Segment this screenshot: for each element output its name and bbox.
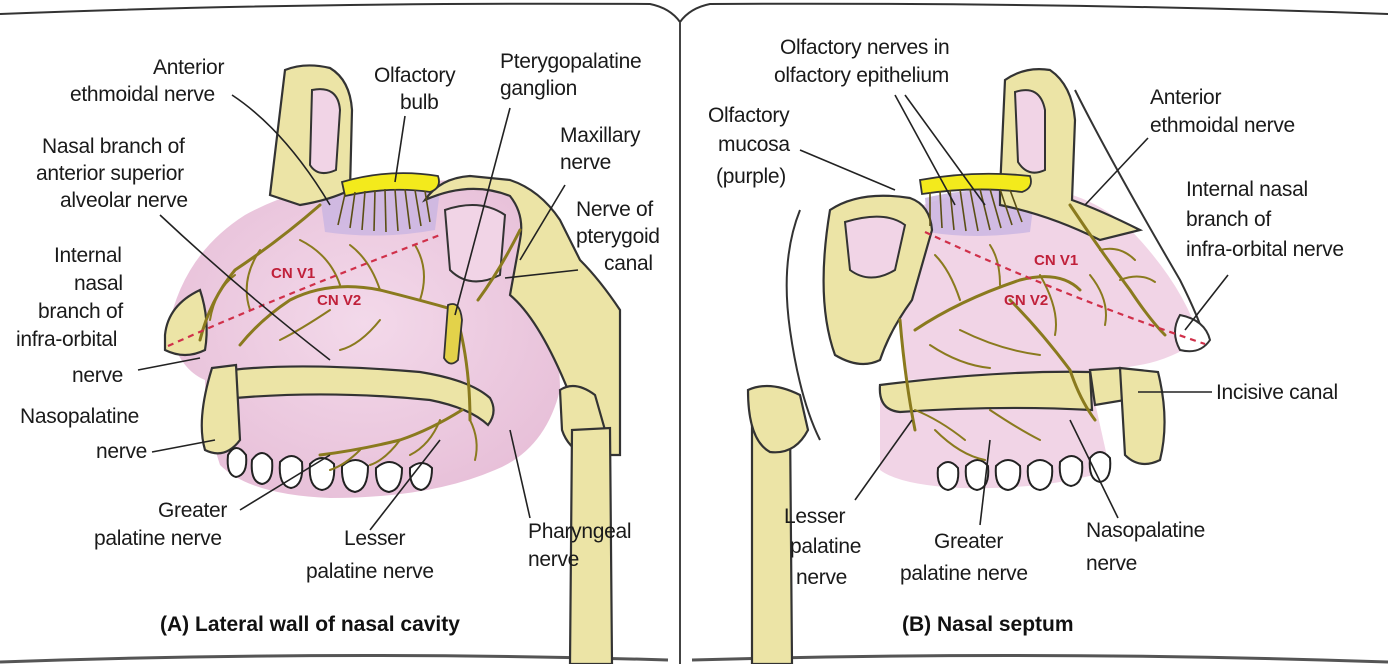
label-lesser-palatine-b-2: palatine bbox=[790, 535, 861, 558]
cn-v1-label-a: CN V1 bbox=[271, 265, 315, 282]
label-internal-nasal-b: Internal nasal bbox=[1186, 178, 1308, 201]
label-internal-nasal-b-2: branch of bbox=[1186, 208, 1271, 231]
label-nasopalatine-a-2: nerve bbox=[96, 440, 147, 463]
label-nasal-branch: Nasal branch of bbox=[42, 135, 185, 158]
label-internal-nasal-b-3: infra-orbital nerve bbox=[1186, 238, 1344, 261]
label-pterygopalatine-ganglion: Pterygopalatine bbox=[500, 50, 641, 73]
teeth-a bbox=[226, 447, 434, 494]
label-pharyngeal-nerve: Pharyngeal bbox=[528, 520, 631, 543]
label-olfactory-mucosa-3: (purple) bbox=[716, 165, 786, 188]
label-anterior-ethmoidal-b: Anterior bbox=[1150, 86, 1221, 109]
label-nasal-branch-3: alveolar nerve bbox=[60, 189, 188, 212]
cn-v1-label-b: CN V1 bbox=[1034, 252, 1078, 269]
label-pharyngeal-nerve-2: nerve bbox=[528, 548, 579, 571]
label-pterygoid-canal-3: canal bbox=[604, 252, 653, 275]
label-anterior-ethmoidal-a: Anterior bbox=[153, 56, 224, 79]
label-anterior-ethmoidal-a-2: ethmoidal nerve bbox=[70, 83, 215, 106]
panel-b-labels: Olfactory nerves in olfactory epithelium… bbox=[708, 36, 1344, 636]
panel-a-labels: Anterior ethmoidal nerve Olfactory bulb … bbox=[16, 50, 660, 636]
nerve-branches-b bbox=[898, 203, 1167, 461]
label-olfactory-mucosa: Olfactory bbox=[708, 104, 790, 127]
caption-panel-a: (A) Lateral wall of nasal cavity bbox=[160, 613, 460, 636]
label-olfactory-bulb: Olfactory bbox=[374, 64, 456, 87]
label-pterygopalatine-ganglion-2: ganglion bbox=[500, 77, 577, 100]
caption-panel-b: (B) Nasal septum bbox=[902, 613, 1074, 636]
panel-a-leaders bbox=[137, 94, 579, 531]
label-nasopalatine-b-2: nerve bbox=[1086, 552, 1137, 575]
panel-b-illustration: CN V1 CN V2 bbox=[746, 68, 1212, 666]
teeth-b bbox=[936, 451, 1112, 492]
label-internal-nasal-a-4: infra-orbital bbox=[16, 328, 117, 351]
label-internal-nasal-a-3: branch of bbox=[38, 300, 123, 323]
label-greater-palatine-a-2: palatine nerve bbox=[94, 527, 222, 550]
panel-b-leaders bbox=[799, 94, 1229, 526]
label-greater-palatine-a: Greater bbox=[158, 499, 227, 522]
label-anterior-ethmoidal-b-2: ethmoidal nerve bbox=[1150, 114, 1295, 137]
label-lesser-palatine-a: Lesser bbox=[344, 527, 406, 550]
label-greater-palatine-b-2: palatine nerve bbox=[900, 562, 1028, 585]
label-internal-nasal-a: Internal bbox=[54, 244, 122, 267]
label-pterygoid-canal-2: pterygoid bbox=[576, 225, 660, 248]
label-maxillary-nerve-2: nerve bbox=[560, 151, 611, 174]
label-internal-nasal-a-5: nerve bbox=[72, 364, 123, 387]
label-incisive-canal: Incisive canal bbox=[1216, 381, 1338, 404]
cn-v2-label-a: CN V2 bbox=[317, 292, 361, 309]
label-greater-palatine-b: Greater bbox=[934, 530, 1003, 553]
olfactory-fibers-a bbox=[337, 188, 431, 233]
label-olfactory-nerves-2: olfactory epithelium bbox=[774, 64, 949, 87]
label-lesser-palatine-b-3: nerve bbox=[796, 566, 847, 589]
label-lesser-palatine-a-2: palatine nerve bbox=[306, 560, 434, 583]
label-pterygoid-canal: Nerve of bbox=[576, 198, 653, 221]
nerve-branches-a bbox=[198, 203, 522, 471]
cn-v2-label-b: CN V2 bbox=[1004, 292, 1048, 309]
label-nasopalatine-b: Nasopalatine bbox=[1086, 519, 1205, 542]
label-nasal-branch-2: anterior superior bbox=[36, 162, 184, 185]
label-olfactory-nerves: Olfactory nerves in bbox=[780, 36, 949, 59]
panel-a-illustration: CN V1 CN V2 bbox=[163, 64, 622, 666]
label-nasopalatine-a: Nasopalatine bbox=[20, 405, 139, 428]
label-internal-nasal-a-2: nasal bbox=[74, 272, 123, 295]
label-olfactory-mucosa-2: mucosa bbox=[718, 133, 790, 156]
label-lesser-palatine-b: Lesser bbox=[784, 505, 846, 528]
label-olfactory-bulb-2: bulb bbox=[400, 91, 439, 114]
label-maxillary-nerve: Maxillary bbox=[560, 124, 641, 147]
